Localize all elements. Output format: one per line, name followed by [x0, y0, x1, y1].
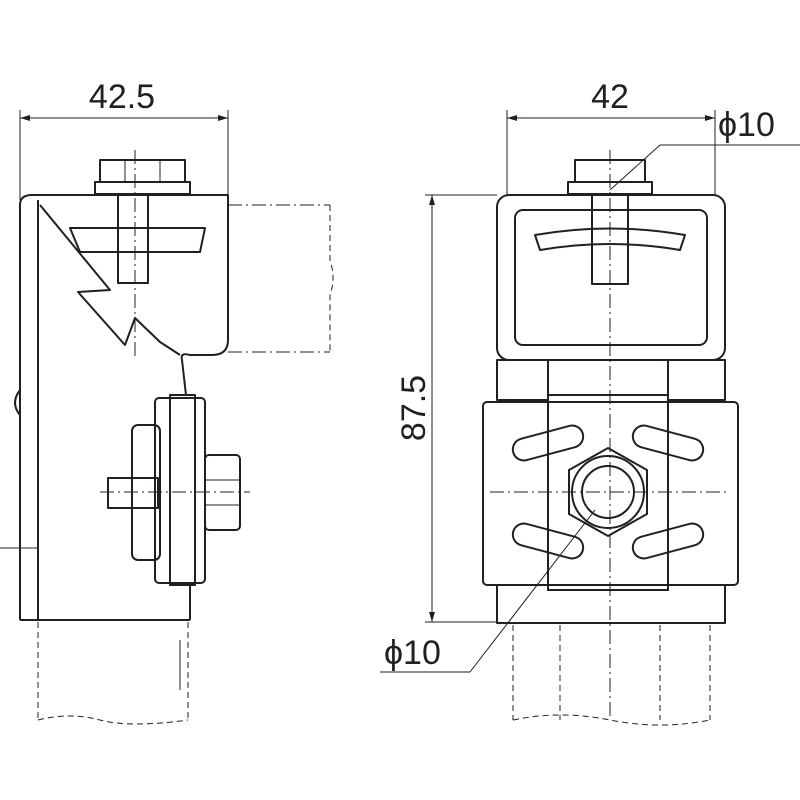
clamp-block-front — [482, 359, 739, 624]
right-view: 42 87.5 ϕ10 — [380, 78, 800, 726]
pipe-below-right — [512, 625, 711, 726]
dimension-label-42-5: 42.5 — [89, 78, 155, 116]
width-dimension-left: 42.5 — [19, 78, 229, 200]
bolt-diameter-callout: ϕ10 — [609, 106, 800, 191]
hole-diameter-callout: ϕ10 — [380, 509, 596, 673]
bolt-head-left — [94, 159, 191, 195]
bolt-diameter-label: ϕ10 — [718, 106, 775, 144]
height-dimension: 87.5 — [395, 194, 497, 623]
slot-holes — [511, 424, 705, 560]
pipe-below-left — [37, 622, 189, 725]
left-view: 42.5 — [0, 78, 334, 725]
hanger-body-side — [19, 194, 229, 621]
dimension-label-42: 42 — [591, 78, 629, 116]
channel-outline-left — [134, 150, 334, 360]
hanger-body-front — [496, 150, 726, 720]
clamp-block-left — [0, 389, 250, 586]
dimension-label-87-5: 87.5 — [395, 375, 433, 441]
hole-diameter-label: ϕ10 — [384, 634, 441, 672]
width-dimension-right: 42 — [506, 78, 716, 195]
